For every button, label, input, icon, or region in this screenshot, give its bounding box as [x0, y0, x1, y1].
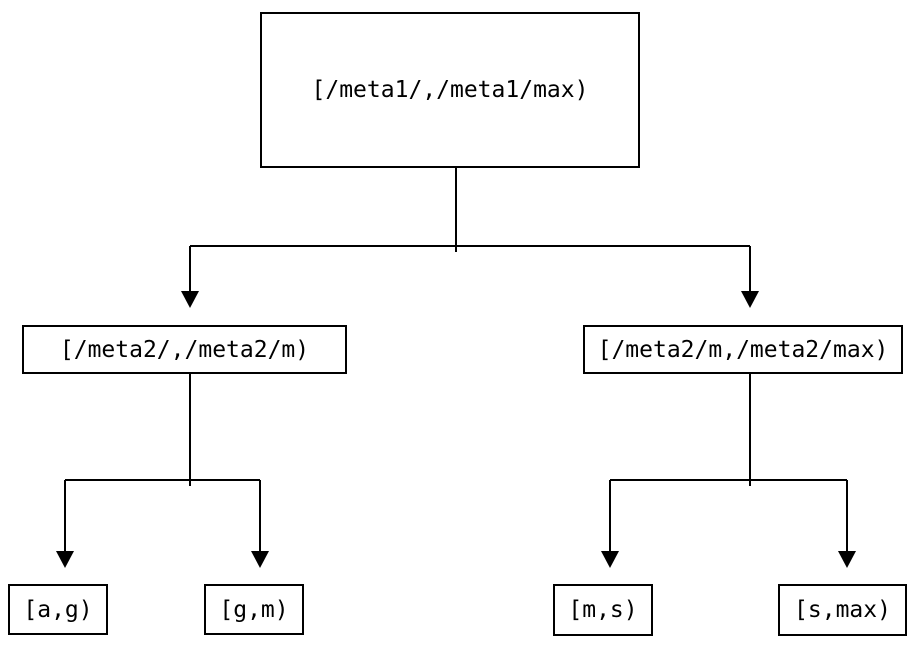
edge-right-branch: [601, 374, 856, 568]
arrowhead-icon: [601, 551, 619, 568]
arrowhead-icon: [56, 551, 74, 568]
tree-node-right-range: [/meta2/m,/meta2/max): [583, 325, 903, 374]
edge-left-branch: [56, 374, 269, 568]
arrowhead-icon: [741, 291, 759, 308]
arrowhead-icon: [181, 291, 199, 308]
tree-node-root: [/meta1/,/meta1/max): [260, 12, 640, 168]
arrowhead-icon: [838, 551, 856, 568]
tree-leaf-s-max: [s,max): [778, 584, 907, 636]
tree-leaf-a-g: [a,g): [8, 584, 108, 635]
tree-leaf-m-s: [m,s): [553, 584, 653, 636]
tree-leaf-g-m: [g,m): [204, 584, 304, 635]
arrowhead-icon: [251, 551, 269, 568]
tree-node-left-range: [/meta2/,/meta2/m): [22, 325, 347, 374]
edge-root-branch: [181, 168, 759, 308]
